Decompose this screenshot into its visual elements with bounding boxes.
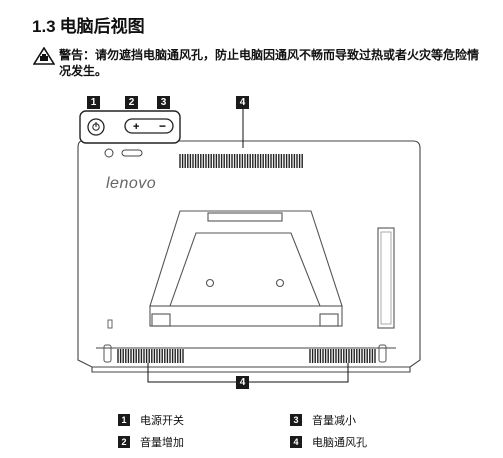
monitor-back [77, 140, 421, 373]
stand [149, 210, 343, 327]
volume-rocker [124, 118, 174, 134]
button-panel: + − [79, 110, 181, 144]
svg-text:+: + [133, 121, 139, 133]
warning-icon [33, 47, 55, 65]
callout-4-bottom: 4 [236, 376, 249, 389]
warning-text: 警告：请勿遮挡电脑通风孔，防止电脑因通风不畅而导致过热或者火灾等危险情况发生。 [59, 48, 480, 78]
legend-item-vent: 4 电脑通风孔 [290, 434, 367, 450]
section-heading: 1.3 电脑后视图 [32, 12, 145, 37]
section-number: 1.3 [32, 17, 56, 36]
svg-text:−: − [159, 119, 166, 133]
bottom-vents [117, 349, 376, 363]
callout-3: 3 [157, 96, 170, 109]
callout-1: 1 [87, 96, 100, 109]
section-title: 电脑后视图 [59, 17, 145, 37]
side-slot [377, 227, 395, 329]
lenovo-logo: lenovo [106, 175, 156, 192]
lock-slot-icon [107, 319, 113, 329]
top-vent [179, 154, 303, 168]
legend-item-volume-up: 2 音量增加 [118, 434, 184, 450]
callout-2: 2 [125, 96, 138, 109]
legend-item-volume-down: 3 音量减小 [290, 412, 356, 428]
legend-item-power: 1 电源开关 [118, 412, 184, 428]
callout-4-top: 4 [236, 96, 249, 109]
